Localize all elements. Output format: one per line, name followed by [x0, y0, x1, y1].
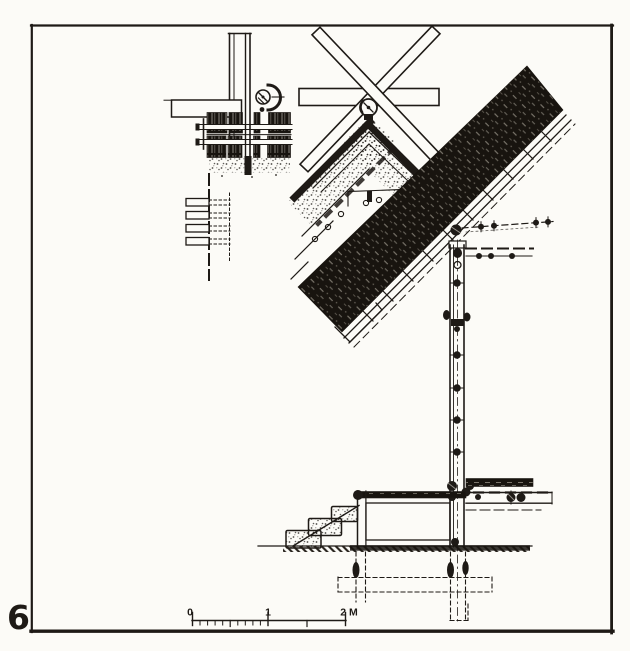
ridge-cross-detail — [298, 25, 450, 173]
platform-frame — [365, 502, 451, 541]
entrance-steps — [285, 505, 359, 549]
purlin-bolts — [478, 216, 551, 233]
foundation-hidden — [337, 551, 493, 622]
post-base-bolts — [447, 481, 474, 546]
wall-joint-detail — [163, 32, 293, 178]
scale-label-0: 0 — [187, 607, 193, 619]
scale-label-2m: 2 M — [340, 607, 358, 619]
sill-gravel — [209, 157, 290, 173]
wall-bolt-rods — [195, 118, 293, 150]
joint-bolt — [255, 83, 285, 112]
wall-post — [443, 239, 474, 622]
foundation-pegs — [352, 561, 469, 578]
post-clamp — [443, 310, 471, 332]
batten-ticks — [362, 130, 552, 322]
floor-beams-right — [465, 478, 554, 511]
wall-plate-bolts — [476, 253, 515, 259]
scale-bar: 0 1 2 M — [187, 607, 358, 628]
peg-row — [185, 197, 231, 246]
scale-label-1: 1 — [265, 607, 271, 619]
log-wall-section — [206, 112, 292, 158]
scale-minor-ticks — [199, 619, 308, 628]
ground-line — [257, 545, 533, 552]
figure-number: 6 — [7, 598, 30, 637]
peg-detail — [185, 173, 231, 281]
floor-edge-beam — [354, 491, 467, 499]
eaves-board-end — [334, 302, 383, 343]
post-bolts — [449, 279, 465, 456]
thatch-section — [297, 65, 564, 333]
roof-slope-band — [297, 65, 576, 348]
plate-frame — [29, 23, 615, 635]
